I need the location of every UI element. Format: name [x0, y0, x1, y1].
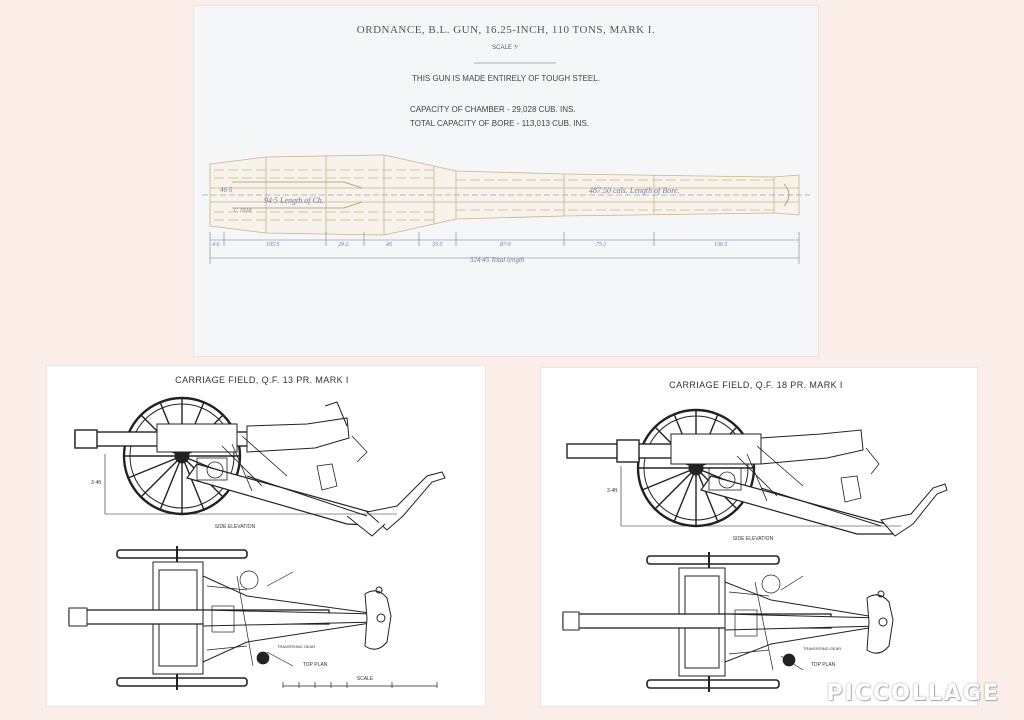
carriage18-side-label: SIDE ELEVATION	[733, 536, 774, 542]
carriage-18pr-panel: CARRIAGE FIELD, Q.F. 18 PR. MARK I	[541, 368, 977, 706]
carriage18-note-label: TRAVERSING GEAR	[803, 646, 841, 651]
top-plan	[562, 552, 894, 692]
label-d2: C 1918	[234, 208, 252, 214]
carriage13-note-label: TRAVERSING GEAR	[277, 644, 315, 649]
carriage-18pr-drawing: CARRIAGE FIELD, Q.F. 18 PR. MARK I	[562, 380, 948, 692]
carriage13-top-label: TOP PLAN	[303, 662, 328, 668]
segment-label: 35·5	[431, 242, 443, 248]
label-bore-length: 487.50 cals. Length of Bore.	[589, 186, 680, 195]
dimension-lines	[209, 232, 800, 264]
carriage13-side-label: SIDE ELEVATION	[215, 524, 256, 530]
wheel-top-icon	[116, 549, 248, 559]
label-chamber-length: 94·5 Length of Ch.	[264, 196, 324, 205]
ordnance-drawing-panel: ORDNANCE, B.L. GUN, 16.25-INCH, 110 TONS…	[194, 6, 818, 356]
carriage-13pr-panel: CARRIAGE FIELD, Q.F. 13 PR. MARK I	[47, 366, 485, 706]
watermark-logo: PICCOLLAGE	[826, 681, 1000, 706]
ordnance-scale-fraction-icon: ⅟	[514, 45, 519, 51]
carriage18-top-label: TOP PLAN	[811, 662, 836, 668]
dimension-segment-labels: 4·6 105·5 29·2 45 35·5 87·0 75·1 136·5	[212, 241, 728, 248]
carriage13-height-label: 3·4ft	[91, 480, 102, 486]
carriage18-height-label: 3·4ft	[607, 488, 618, 494]
segment-label: 105·5	[266, 242, 280, 248]
wheel-top-icon	[646, 555, 780, 565]
carriage13-title: CARRIAGE FIELD, Q.F. 13 PR. MARK I	[175, 375, 349, 385]
side-elevation	[566, 408, 948, 537]
segment-label: 29·2	[338, 242, 349, 248]
chamber-capacity: CAPACITY OF CHAMBER - 29,028 CUB. INS.	[410, 105, 576, 114]
segment-label: 87·0	[500, 242, 511, 248]
carriage-13pr-drawing: CARRIAGE FIELD, Q.F. 13 PR. MARK I	[68, 375, 446, 690]
ordnance-drawing: ORDNANCE, B.L. GUN, 16.25-INCH, 110 TONS…	[202, 24, 810, 264]
ordnance-scale: SCALE	[492, 45, 512, 51]
segment-label: 136·5	[714, 242, 728, 248]
top-plan	[68, 546, 392, 690]
carriage18-title: CARRIAGE FIELD, Q.F. 18 PR. MARK I	[669, 380, 843, 390]
segment-label: 45	[386, 241, 392, 248]
scale-bar	[282, 682, 438, 688]
bore-capacity: TOTAL CAPACITY OF BORE - 113,013 CUB. IN…	[410, 119, 589, 128]
ordnance-title: ORDNANCE, B.L. GUN, 16.25-INCH, 110 TONS…	[357, 24, 655, 36]
material-note: THIS GUN IS MADE ENTIRELY OF TOUGH STEEL…	[412, 74, 600, 83]
segment-label: 75·1	[596, 242, 607, 248]
segment-label: 4·6	[212, 241, 220, 248]
side-elevation	[74, 396, 446, 537]
total-length-label: 524·45 Total length	[470, 256, 525, 264]
label-d1: 46·5	[220, 186, 233, 194]
carriage13-scale-label: SCALE	[357, 676, 374, 682]
